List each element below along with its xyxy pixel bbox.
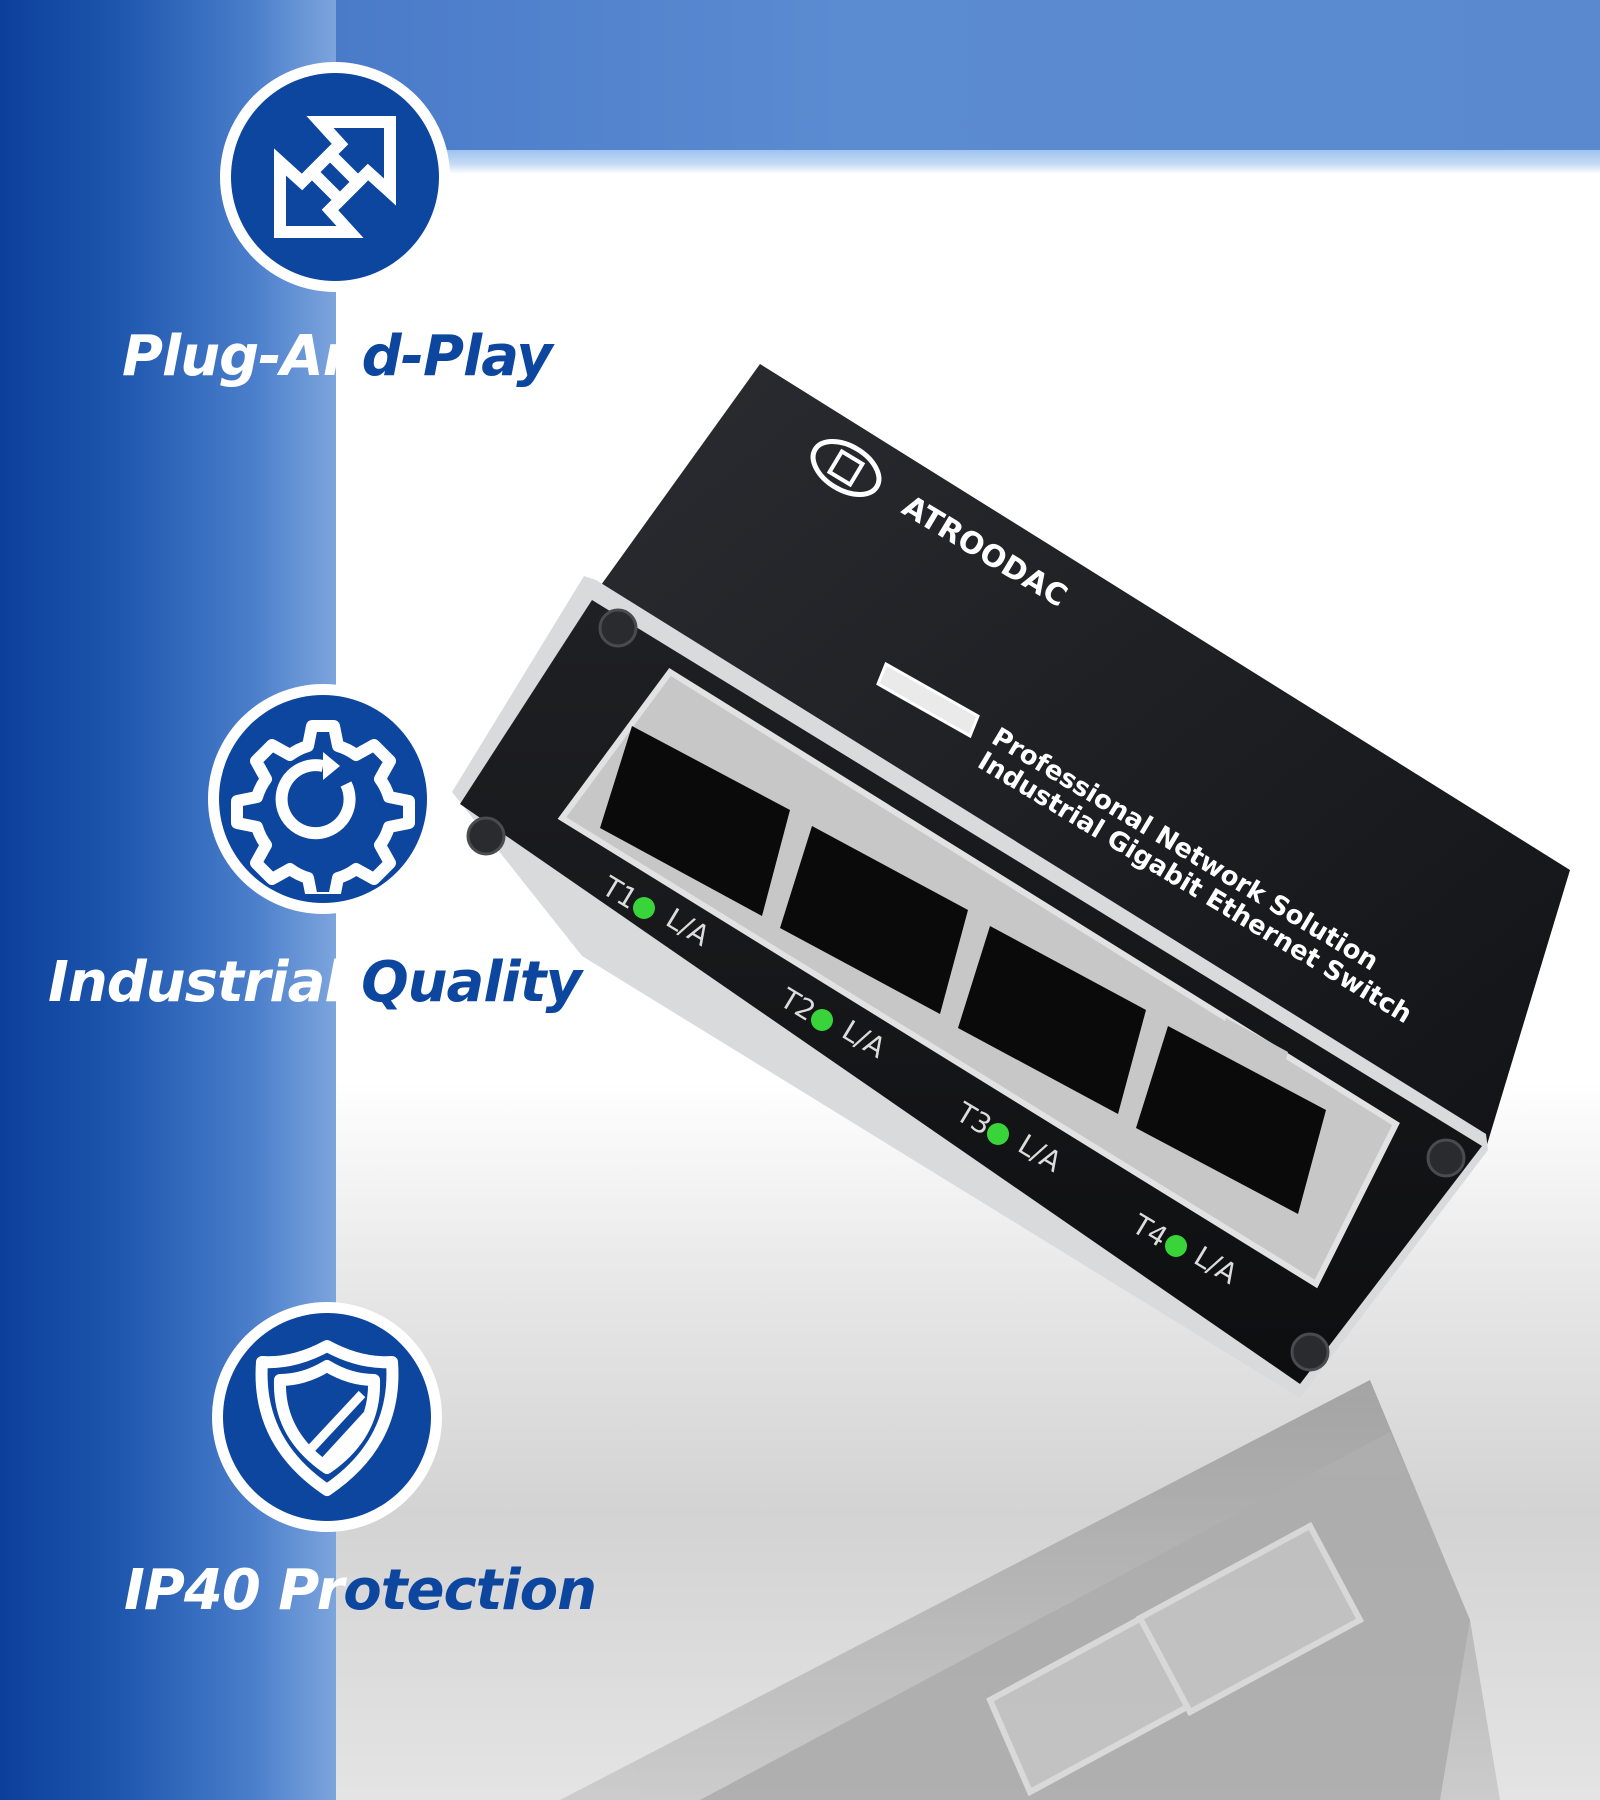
feature-label-plug-and-play: Plug-And-Play [122, 324, 553, 389]
feature-label-industrial-quality: Industrial Quality [48, 950, 582, 1015]
industrial-quality-badge [208, 684, 438, 914]
port-t3 [958, 918, 1146, 1114]
led-t3 [987, 1123, 1009, 1145]
led-t2 [811, 1009, 833, 1031]
screws [466, 608, 1466, 1372]
brand-logo-icon [810, 439, 882, 497]
top-blue-banner [336, 0, 1600, 150]
top-banner-glow [336, 150, 1600, 174]
ip40-protection-badge [212, 1302, 442, 1532]
label-window [876, 661, 980, 739]
port-t1 [600, 718, 790, 916]
port-t2 [780, 818, 968, 1014]
port-t4 [1136, 1018, 1326, 1214]
product-reflection [560, 1380, 1500, 1800]
shield-icon [255, 1340, 399, 1496]
switch-top-housing [596, 364, 1570, 1148]
plug-and-play-badge [220, 62, 450, 292]
arrows-exchange-icon [274, 116, 396, 238]
led-t4 [1165, 1235, 1187, 1257]
led-t1 [633, 897, 655, 919]
gear-icon [231, 720, 415, 894]
feature-label-ip40-protection: IP40 Protection [124, 1558, 597, 1623]
